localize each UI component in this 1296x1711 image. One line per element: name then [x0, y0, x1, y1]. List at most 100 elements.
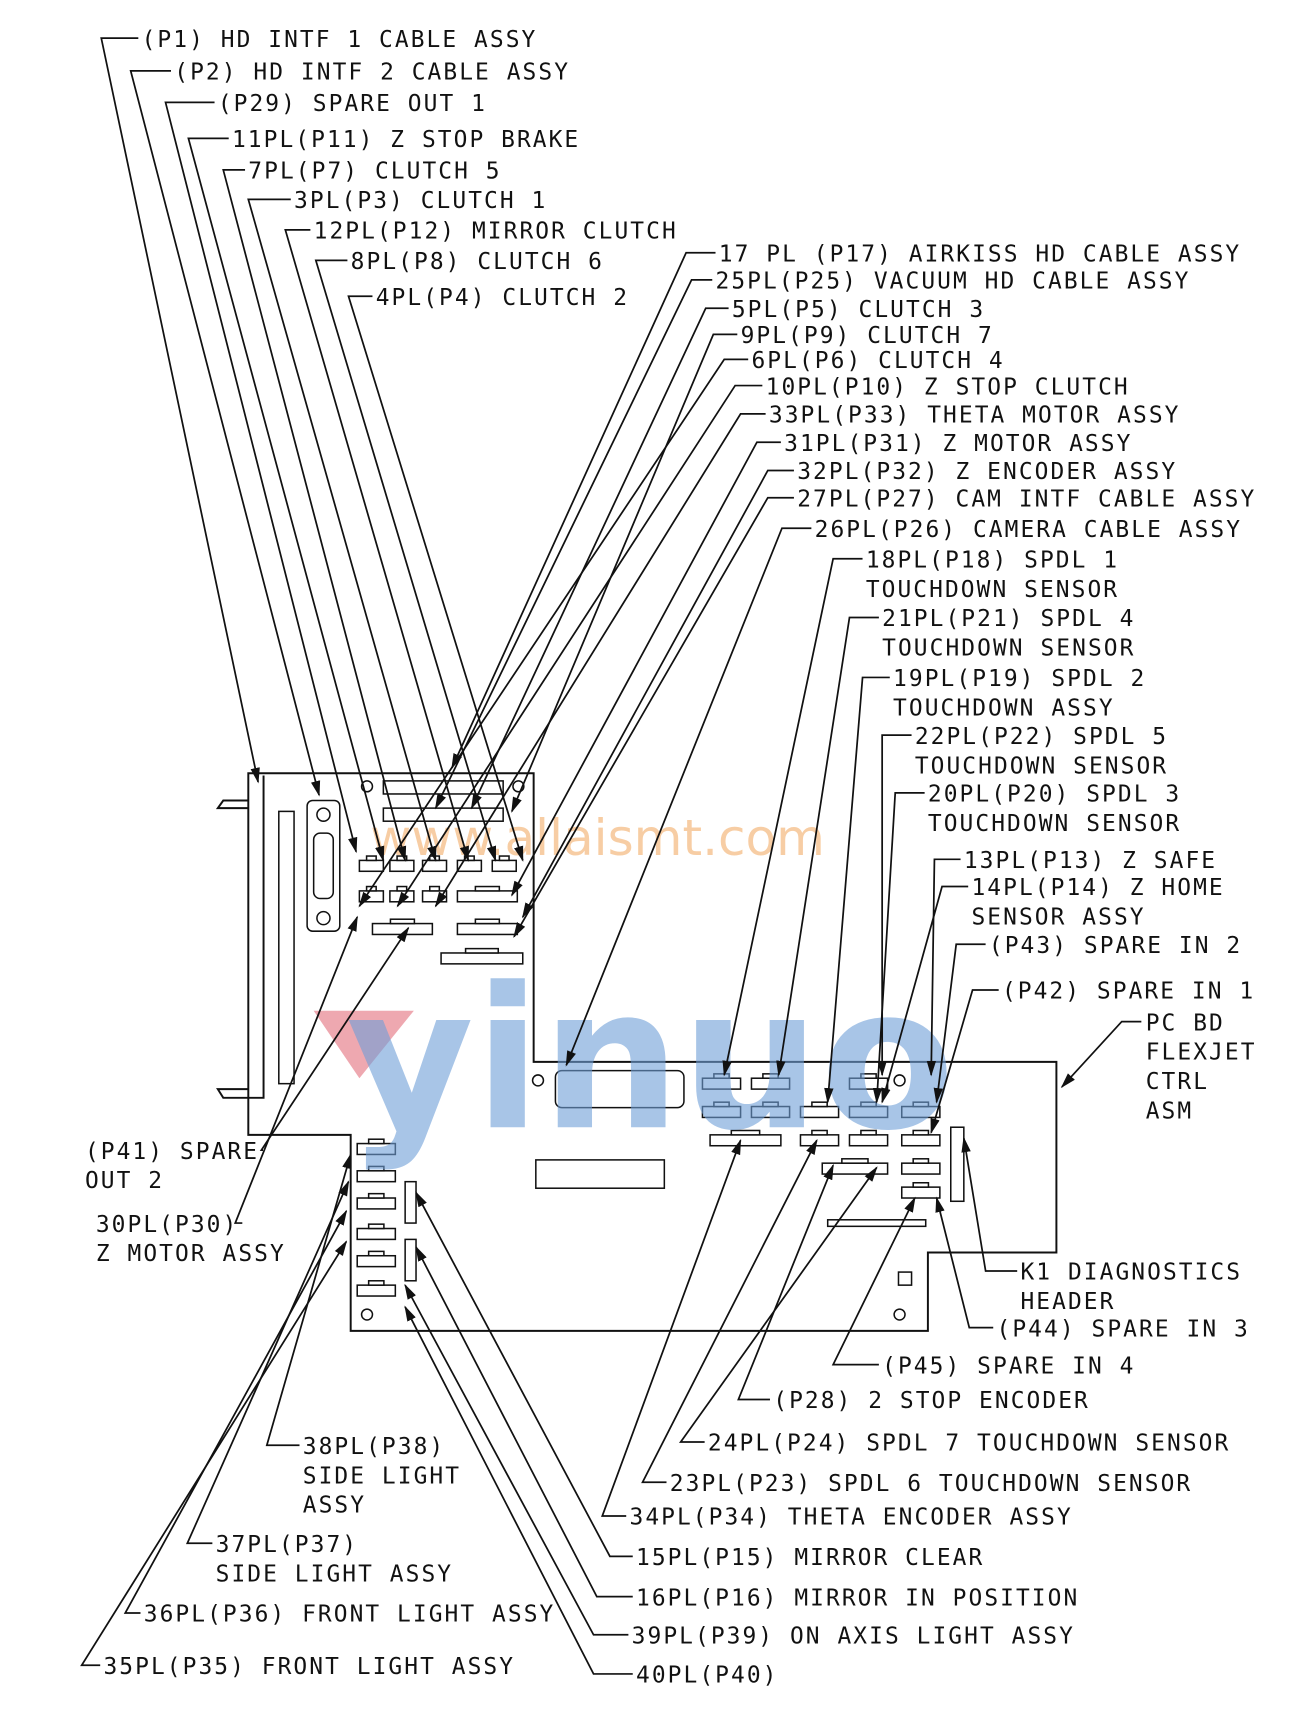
leader-line: [396, 384, 763, 908]
connector: [371, 922, 434, 936]
callout-label: 6PL(P6) CLUTCH 4: [751, 348, 1002, 374]
leader-line: [129, 69, 321, 797]
callout-label: 25PL(P25) VACUUM HD CABLE ASSY: [716, 269, 1189, 295]
leader-line: [877, 734, 912, 1077]
leader-line: [404, 1305, 633, 1675]
leader-line: [404, 1283, 629, 1636]
leader-line: [722, 557, 863, 1077]
callout-text: HEADER: [1020, 1289, 1115, 1315]
callout-label: 21PL(P21) SPDL 4 TOUCHDOWN SENSOR: [882, 606, 1135, 662]
callout-text: (P28) 2 STOP ENCODER: [773, 1388, 1090, 1414]
connector: [356, 1284, 397, 1297]
watermark-url: www.allaismt.com: [370, 809, 825, 867]
callout-text: 7PL(P7) CLUTCH 5: [248, 159, 501, 185]
callout-text: 21PL(P21) SPDL 4: [882, 606, 1135, 632]
callout-label: (P29) SPARE OUT 1: [218, 91, 487, 117]
callout-text: 22PL(P22) SPDL 5: [915, 724, 1168, 750]
callout-label: 33PL(P33) THETA MOTOR ASSY: [769, 403, 1179, 429]
callout-text: 24PL(P24) SPDL 7 TOUCHDOWN SENSOR: [708, 1431, 1230, 1457]
callout-text: (P41) SPARE: [85, 1139, 259, 1165]
callout-label: 39PL(P39) ON AXIS LIGHT ASSY: [632, 1623, 1075, 1649]
leader-line: [565, 527, 812, 1067]
connector-latch: [912, 1101, 930, 1108]
leader-line: [511, 333, 738, 813]
leader-line: [451, 251, 716, 770]
leader-line: [926, 858, 961, 1077]
callout-text: 11PL(P11) Z STOP BRAKE: [232, 127, 580, 153]
callout-text: (P44) SPARE IN 3: [997, 1316, 1250, 1342]
test-point: [897, 1271, 913, 1286]
connector: [356, 1254, 397, 1268]
callout-label: (P28) 2 STOP ENCODER: [773, 1388, 1090, 1414]
leader-line: [314, 259, 497, 862]
leader-line: [881, 885, 969, 1104]
callout-text: 10PL(P10) Z STOP CLUTCH: [766, 374, 1130, 400]
callout-text: 40PL(P40): [636, 1663, 779, 1689]
header-strip: [826, 1219, 927, 1228]
title-block-text: CTRL: [1146, 1069, 1209, 1095]
callout-text: 19PL(P19) SPDL 2: [893, 666, 1146, 692]
callout-text: 9PL(P9) CLUTCH 7: [741, 323, 994, 349]
leader-line: [933, 943, 986, 1104]
callout-text: SIDE LIGHT ASSY: [216, 1561, 453, 1587]
leader-line: [265, 1152, 352, 1447]
connector-latch: [860, 1101, 877, 1108]
leader-line: [872, 792, 925, 1104]
connector-latch: [811, 1101, 828, 1108]
leader-line: [930, 989, 999, 1135]
leader-line: [123, 1209, 348, 1614]
callout-text: 36PL(P36) FRONT LIGHT ASSY: [144, 1602, 556, 1628]
connector: [356, 1197, 397, 1210]
dsub-shell: [312, 832, 335, 900]
connector-latch: [762, 1101, 779, 1108]
leader-line: [961, 1136, 1018, 1272]
leader-line: [233, 915, 359, 1224]
callout-text: TOUCHDOWN SENSOR: [882, 636, 1135, 662]
connector-latch: [841, 1158, 869, 1164]
callout-text: 15PL(P15) MIRROR CLEAR: [636, 1545, 984, 1571]
callout-text: K1 DIAGNOSTICS: [1020, 1260, 1242, 1286]
connector-latch: [860, 1073, 877, 1079]
title-block-text: ASM: [1146, 1099, 1194, 1125]
callout-text: 31PL(P31) Z MOTOR ASSY: [784, 431, 1132, 457]
callout-text: 39PL(P39) ON AXIS LIGHT ASSY: [632, 1623, 1075, 1649]
callout-text: ASSY: [303, 1493, 366, 1519]
callout-text: (P29) SPARE OUT 1: [218, 91, 487, 117]
callout-label: (P1) HD INTF 1 CABLE ASSY: [142, 27, 538, 53]
card-edge-bracket: [216, 775, 265, 1099]
screw-icon: [316, 807, 331, 822]
callout-label: (P44) SPARE IN 3: [997, 1316, 1250, 1342]
screw-icon: [316, 910, 331, 926]
callout-label: 16PL(P16) MIRROR IN POSITION: [636, 1585, 1077, 1611]
callout-text: 27PL(P27) CAM INTF CABLE ASSY: [797, 486, 1256, 512]
callout-label: 15PL(P15) MIRROR CLEAR: [636, 1545, 984, 1571]
leader-line: [187, 137, 385, 862]
callout-label: 26PL(P26) CAMERA CABLE ASSY: [815, 517, 1240, 543]
callout-text: 34PL(P34) THETA ENCODER ASSY: [629, 1505, 1072, 1531]
connector: [900, 1186, 941, 1199]
callout-label: 32PL(P32) Z ENCODER ASSY: [797, 459, 1175, 485]
leader-line: [434, 413, 766, 908]
connector-latch: [464, 947, 500, 954]
leader-line: [824, 676, 890, 1104]
callout-label: 17 PL (P17) AIRKISS HD CABLE ASSY: [719, 241, 1239, 267]
callout-label: 12PL(P12) MIRROR CLUTCH: [314, 219, 676, 245]
callout-text: SENSOR ASSY: [971, 905, 1145, 931]
callout-label: 3PL(P3) CLUTCH 1: [294, 188, 545, 214]
leader-line: [641, 1138, 818, 1484]
leader-line: [185, 1180, 350, 1545]
callout-text: 14PL(P14) Z HOME: [971, 875, 1224, 901]
connector-latch: [474, 885, 501, 892]
callout-label: 7PL(P7) CLUTCH 5: [248, 159, 501, 185]
leader-line: [259, 926, 410, 1151]
callout-text: (P1) HD INTF 1 CABLE ASSY: [142, 27, 538, 53]
connector: [456, 890, 519, 903]
callout-label: (P45) SPARE IN 4: [882, 1353, 1133, 1379]
callout-label: 10PL(P10) Z STOP CLUTCH: [766, 374, 1130, 400]
callout-label: (P43) SPARE IN 2: [989, 933, 1240, 959]
